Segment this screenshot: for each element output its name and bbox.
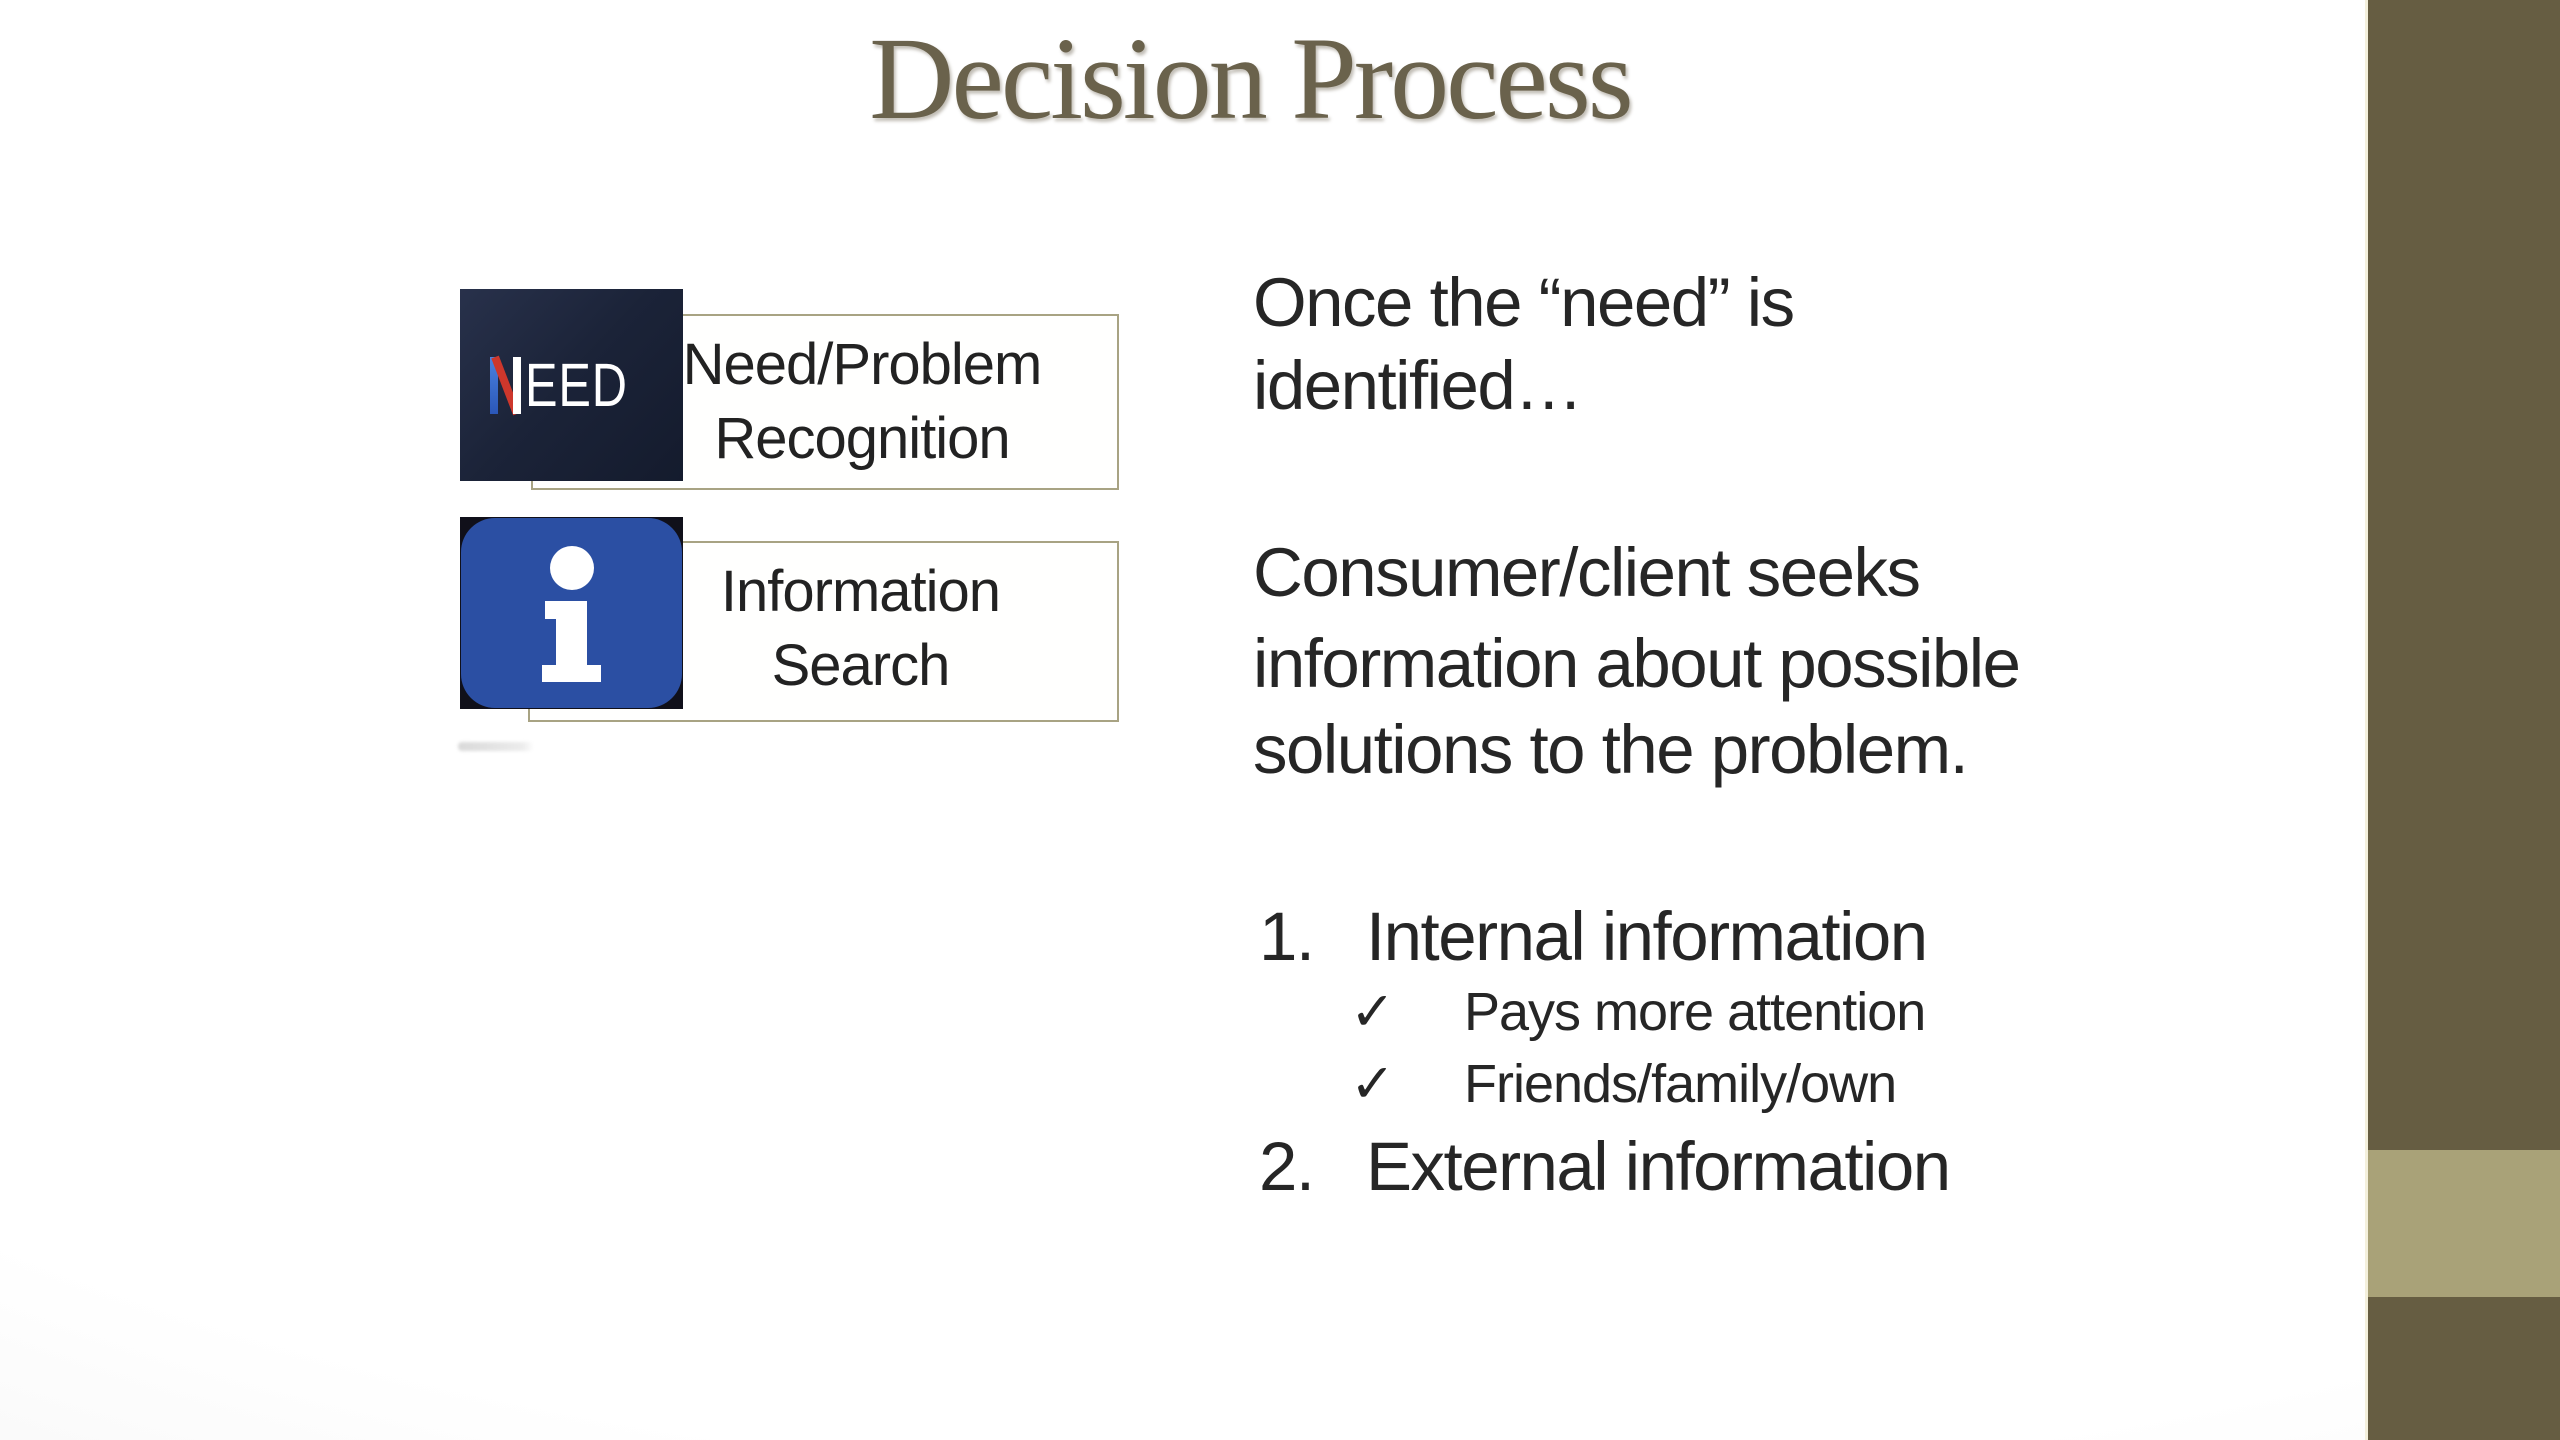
caption-line: Recognition — [714, 406, 1010, 471]
need-logo-letters-eed: EED — [524, 350, 628, 419]
n-right-stroke — [512, 356, 521, 414]
need-problem-caption: Need/Problem Recognition — [625, 328, 1099, 476]
para2-line3: solutions to the problem. — [1253, 711, 1969, 788]
list-item-2: 2. External information — [1259, 1128, 1951, 1205]
sublist-text: Friends/family/own — [1464, 1054, 1897, 1114]
info-icon — [460, 517, 683, 709]
n-left-stroke — [489, 356, 498, 414]
need-logo-letter-n — [489, 355, 521, 415]
slide-title: Decision Process — [869, 13, 1633, 144]
need-logo-image: EED — [460, 289, 683, 481]
checkmark-bullet: ✓ — [1350, 980, 1395, 1043]
list-text: External information — [1366, 1128, 1951, 1205]
list-item-1: 1. Internal information — [1259, 898, 1928, 975]
list-number: 2. — [1259, 1128, 1315, 1205]
shadow-smudge — [458, 742, 534, 751]
list-number: 1. — [1259, 898, 1315, 975]
sublist-text: Pays more attention — [1464, 982, 1926, 1042]
checkmark-bullet: ✓ — [1350, 1052, 1395, 1115]
caption-line: Search — [771, 633, 951, 698]
accent-square — [2368, 1150, 2560, 1297]
caption-line: Information — [720, 559, 1001, 624]
para2-line1: Consumer/client seeks — [1253, 534, 1921, 611]
sublist-item-1: ✓ Pays more attention — [1350, 980, 1926, 1043]
sublist-item-2: ✓ Friends/family/own — [1350, 1052, 1897, 1115]
para1-line1: Once the “need” is — [1253, 264, 1795, 341]
caption-line: Need/Problem — [682, 332, 1043, 397]
need-logo: EED — [489, 350, 653, 419]
para1-line2: identified… — [1253, 347, 1583, 424]
information-search-caption: Information Search — [622, 555, 1099, 703]
para2-line2: information about possible — [1253, 625, 2021, 702]
right-accent-bar — [2365, 0, 2560, 1440]
list-text: Internal information — [1366, 898, 1928, 975]
